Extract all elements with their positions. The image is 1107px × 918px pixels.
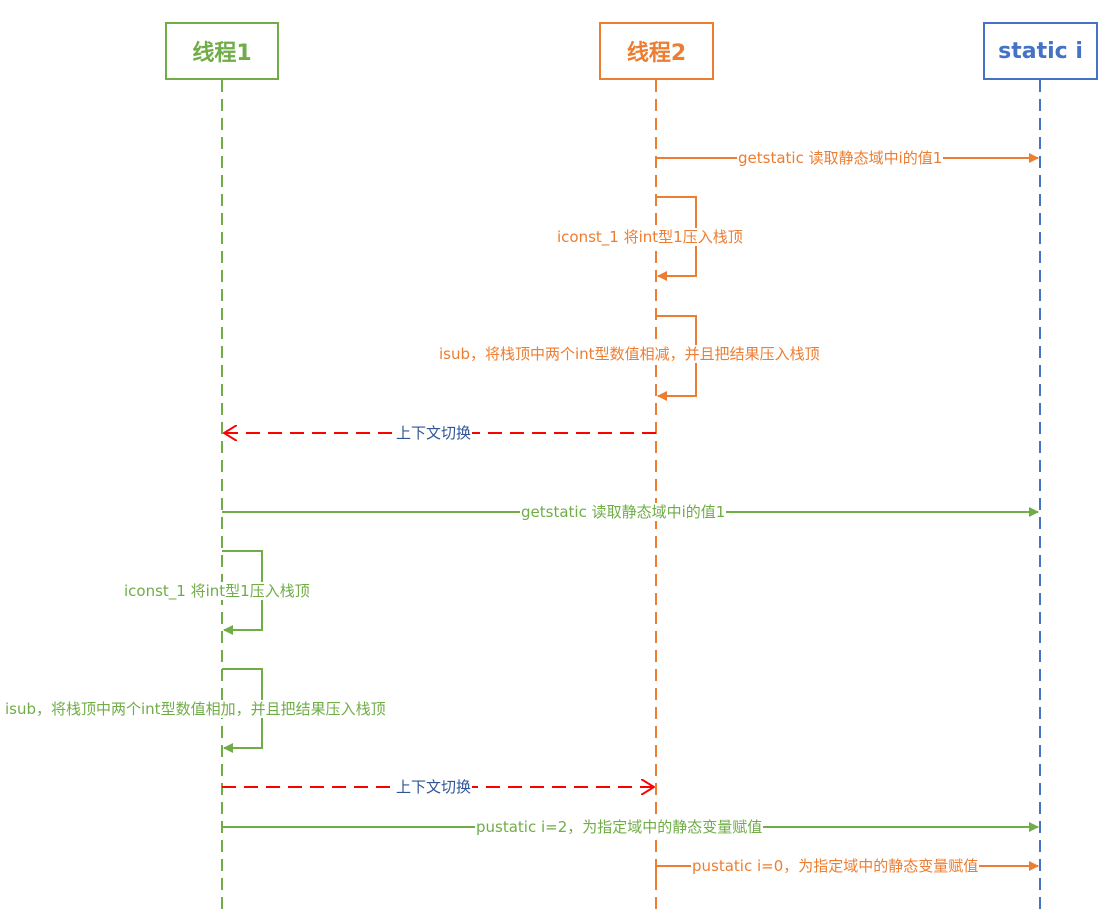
lane-header-thread1: 线程1 (165, 22, 279, 80)
message-label: pustatic i=0，为指定域中的静态变量赋值 (691, 857, 980, 875)
message-label: iconst_1 将int型1压入栈顶 (123, 582, 311, 600)
lane-header-static: static i (983, 22, 1098, 80)
message-label: isub，将栈顶中两个int型数值相加，并且把结果压入栈顶 (4, 700, 387, 718)
message-label: getstatic 读取静态域中i的值1 (520, 503, 727, 521)
message-label: isub，将栈顶中两个int型数值相减，并且把结果压入栈顶 (438, 345, 821, 363)
lane-title-static: static i (998, 38, 1083, 64)
lane-title-thread1: 线程1 (192, 41, 252, 66)
message-label: pustatic i=2，为指定域中的静态变量赋值 (475, 818, 764, 836)
context-switch-label: 上下文切换 (395, 778, 473, 796)
lane-header-thread2: 线程2 (599, 22, 714, 80)
context-switch-label: 上下文切换 (395, 424, 473, 442)
message-label: getstatic 读取静态域中i的值1 (737, 149, 944, 167)
message-label: iconst_1 将int型1压入栈顶 (556, 228, 744, 246)
lane-title-thread2: 线程2 (626, 41, 687, 66)
